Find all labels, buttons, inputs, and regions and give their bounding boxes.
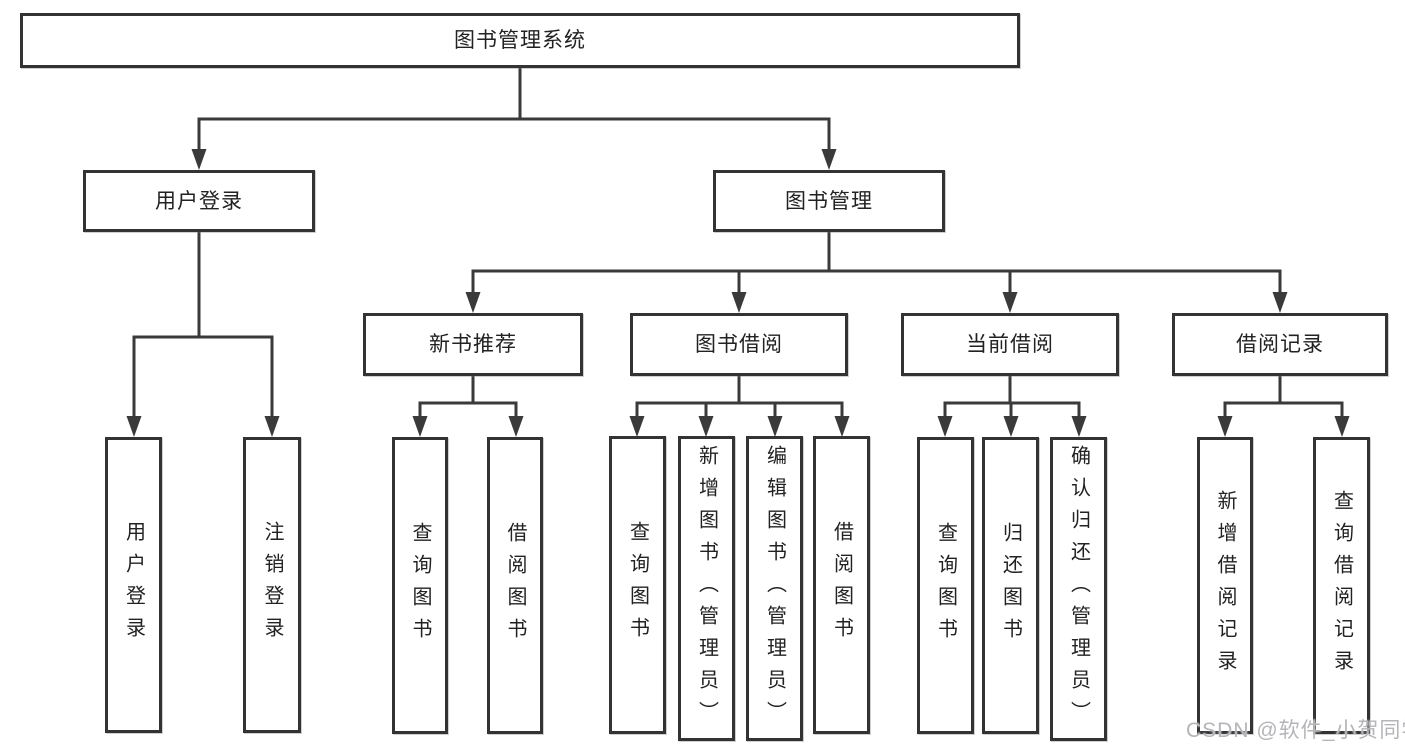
leaf-borrow-books-recommend: 借阅图书: [487, 437, 543, 734]
leaf-query-books-recommend: 查询图书: [392, 437, 448, 734]
node-label: 图书借阅: [695, 333, 783, 356]
csdn-watermark: CSDN @软件_小贺同学: [1186, 719, 1405, 742]
node-label: 归还图书: [999, 521, 1022, 650]
node-label: 查询图书: [409, 521, 431, 650]
node-label: 编辑图书（管理员）: [763, 444, 786, 733]
leaf-query-borrow-record: 查询借阅记录: [1313, 437, 1370, 734]
node-user-login-branch: 用户登录: [83, 170, 315, 232]
leaf-user-login: 用户登录: [105, 437, 162, 733]
node-borrowing-records: 借阅记录: [1172, 313, 1388, 376]
node-label: 用户登录: [122, 521, 145, 649]
node-label: 查询借阅记录: [1330, 489, 1353, 682]
node-label: 确认归还（管理员）: [1067, 445, 1090, 733]
node-label: 图书管理系统: [454, 29, 586, 52]
leaf-add-borrow-record: 新增借阅记录: [1197, 437, 1253, 734]
leaf-return-books: 归还图书: [982, 437, 1039, 734]
node-label: 当前借阅: [966, 333, 1054, 356]
node-label: 新增借阅记录: [1214, 489, 1236, 682]
node-book-borrowing: 图书借阅: [630, 313, 848, 376]
node-label: 借阅图书: [504, 521, 526, 650]
leaf-edit-books-admin: 编辑图书（管理员）: [746, 436, 803, 741]
leaf-logout: 注销登录: [243, 437, 301, 733]
node-label: 图书管理: [785, 189, 873, 213]
node-book-management-branch: 图书管理: [713, 170, 945, 232]
node-library-management-system: 图书管理系统: [20, 13, 1020, 68]
node-label: 借阅图书: [830, 521, 853, 649]
leaf-query-books-current: 查询图书: [917, 437, 974, 734]
node-label: 查询图书: [934, 521, 957, 650]
leaf-confirm-return-admin: 确认归还（管理员）: [1050, 437, 1107, 741]
leaf-borrow-books: 借阅图书: [813, 436, 870, 734]
node-label: 查询图书: [626, 521, 649, 649]
leaf-query-books-borrow: 查询图书: [609, 436, 666, 734]
node-new-book-recommendation: 新书推荐: [363, 313, 583, 376]
node-label: 新增图书（管理员）: [695, 444, 718, 733]
leaf-add-books-admin: 新增图书（管理员）: [678, 436, 735, 741]
node-label: 新书推荐: [429, 333, 517, 356]
node-label: 用户登录: [155, 189, 243, 213]
node-current-borrowing: 当前借阅: [901, 313, 1119, 376]
node-label: 注销登录: [261, 521, 283, 649]
node-label: 借阅记录: [1236, 333, 1324, 356]
